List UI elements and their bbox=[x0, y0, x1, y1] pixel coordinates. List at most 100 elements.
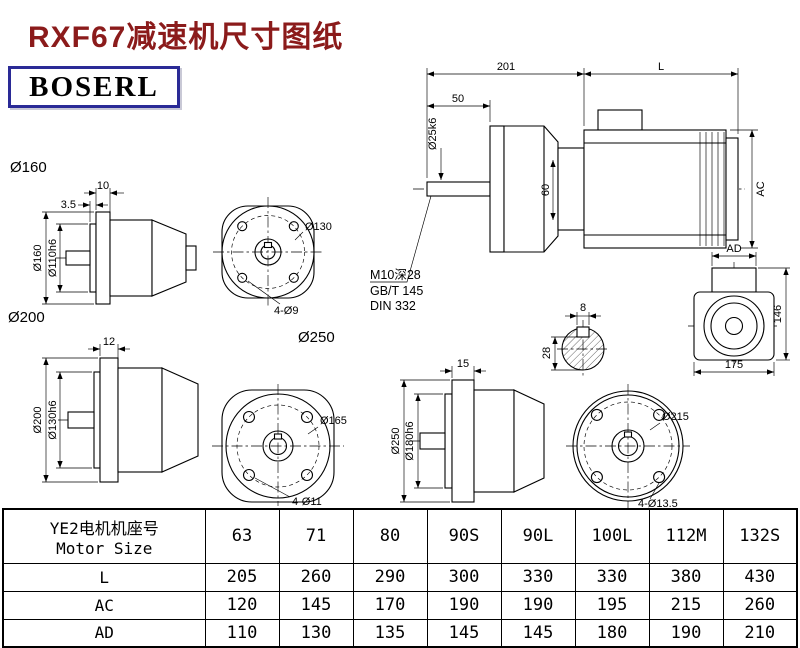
table-cell: 100L bbox=[574, 508, 650, 564]
table-cell: 210 bbox=[722, 618, 798, 648]
table-cell: 80 bbox=[352, 508, 428, 564]
bolt-circle-130 bbox=[231, 215, 305, 289]
dim-AD-label: AD bbox=[726, 243, 741, 255]
table-cell: 71 bbox=[278, 508, 354, 564]
table-cell: 190 bbox=[500, 590, 576, 620]
dim-key-width-label: 8 bbox=[580, 302, 586, 314]
flange160-side-view: 10 3.5 Ø160 Ø110h6 bbox=[32, 180, 197, 305]
output-end-view: AD 146 175 bbox=[688, 243, 790, 376]
motor-adapter bbox=[557, 147, 585, 231]
row-label-L: L bbox=[2, 562, 206, 592]
bolt-circle-165 bbox=[236, 404, 320, 488]
dim-3p5-label: 3.5 bbox=[61, 199, 76, 211]
table-cell: 215 bbox=[648, 590, 724, 620]
dim-holes-4x9-label: 4-Ø9 bbox=[274, 305, 298, 317]
flange250-front-view: Ø215 4-Ø13.5 bbox=[566, 384, 690, 510]
terminal-box-end bbox=[711, 267, 757, 293]
input-shaft bbox=[426, 181, 491, 197]
bolt-circle-215 bbox=[583, 401, 673, 491]
note-din-standard-label: DIN 332 bbox=[370, 299, 416, 313]
brand-logo-box: BOSERL bbox=[8, 66, 180, 108]
dim-AC-label: AC bbox=[755, 181, 767, 196]
shaft-200 bbox=[67, 411, 95, 429]
section-label-160: Ø160 bbox=[10, 159, 47, 176]
dim-10-label: 10 bbox=[97, 180, 109, 192]
shaft-250 bbox=[419, 432, 446, 450]
dim-bolt-circle-215-label: Ø215 bbox=[662, 411, 689, 423]
dim-bolt-circle-130-label: Ø130 bbox=[305, 221, 332, 233]
table-cell: 112M bbox=[648, 508, 724, 564]
dim-146-label: 146 bbox=[772, 305, 784, 323]
gear-body-end bbox=[693, 291, 775, 361]
technical-drawing: 201 L 50 Ø25k6 60 AC M10深28 GB/T 145 DIN… bbox=[8, 61, 790, 510]
dim-175-label: 175 bbox=[725, 359, 743, 371]
assembly-side-view: 201 L 50 Ø25k6 60 AC M10深28 GB/T 145 DIN… bbox=[370, 61, 767, 313]
section-label-250: Ø250 bbox=[298, 329, 335, 346]
gear-body-250 bbox=[473, 389, 515, 493]
table-cell: 90L bbox=[500, 508, 576, 564]
dim-50-label: 50 bbox=[452, 93, 464, 105]
spigot-160 bbox=[89, 223, 97, 293]
keyway-200 bbox=[273, 433, 283, 440]
table-cell: 300 bbox=[426, 562, 502, 592]
table-cell: 145 bbox=[500, 618, 576, 648]
table-row-AC: AC 120 145 170 190 190 195 215 260 bbox=[2, 590, 798, 620]
table-header-cn: YE2电机机座号 bbox=[49, 518, 159, 538]
dim-shaft-diameter-label: Ø25k6 bbox=[427, 118, 439, 150]
table-cell: 63 bbox=[204, 508, 280, 564]
dim-201-label: 201 bbox=[497, 61, 515, 73]
terminal-box bbox=[597, 109, 643, 131]
note-gb-standard-label: GB/T 145 bbox=[370, 284, 423, 298]
dim-spigot130-label: Ø130h6 bbox=[47, 400, 59, 439]
table-header-row: YE2电机机座号 Motor Size 63 71 80 90S 90L 100… bbox=[2, 508, 798, 564]
table-cell: 205 bbox=[204, 562, 280, 592]
dim-spigot110-label: Ø110h6 bbox=[47, 239, 59, 277]
table-cell: 190 bbox=[648, 618, 724, 648]
output-flange-plate bbox=[489, 125, 505, 253]
keyway-160 bbox=[263, 241, 273, 249]
keyway-250 bbox=[623, 431, 633, 438]
table-cell: 430 bbox=[722, 562, 798, 592]
flange-plate-250 bbox=[451, 379, 475, 503]
section-label-200: Ø200 bbox=[8, 309, 45, 326]
dim-spigot180-label: Ø180h6 bbox=[404, 421, 416, 460]
dim-12-label: 12 bbox=[103, 336, 115, 348]
flange160-front-view: Ø130 4-Ø9 bbox=[213, 197, 332, 317]
table-row-L: L 205 260 290 300 330 330 380 430 bbox=[2, 562, 798, 592]
spigot-250 bbox=[444, 393, 453, 489]
table-cell: 260 bbox=[278, 562, 354, 592]
keyway-slot bbox=[576, 326, 590, 338]
table-cell: 380 bbox=[648, 562, 724, 592]
fan-cover bbox=[725, 137, 739, 241]
flange200-side-view: 12 Ø200 Ø130h6 bbox=[32, 336, 199, 483]
dim-od250-label: Ø250 bbox=[390, 428, 402, 455]
housing-outline-200 bbox=[221, 389, 335, 503]
motor-size-table: YE2电机机座号 Motor Size 63 71 80 90S 90L 100… bbox=[2, 508, 798, 648]
dim-bolt-circle-165-label: Ø165 bbox=[320, 415, 347, 427]
table-cell: 130 bbox=[278, 618, 354, 648]
note-thread-label: M10深28 bbox=[370, 268, 421, 282]
dim-od200-label: Ø200 bbox=[32, 407, 44, 434]
shaft-key-section: 8 28 bbox=[541, 302, 609, 378]
dim-holes-4x11-label: 4-Ø11 bbox=[292, 496, 322, 508]
shaft-160 bbox=[65, 250, 91, 266]
dim-key-height-label: 28 bbox=[541, 347, 553, 359]
table-cell: 120 bbox=[204, 590, 280, 620]
table-cell: 145 bbox=[278, 590, 354, 620]
motor-body bbox=[583, 129, 727, 249]
table-cell: 145 bbox=[426, 618, 502, 648]
table-cell: 330 bbox=[500, 562, 576, 592]
flange200-front-view: Ø165 4-Ø11 bbox=[212, 384, 347, 508]
table-cell: 195 bbox=[574, 590, 650, 620]
row-label-AD: AD bbox=[2, 618, 206, 648]
table-cell: 180 bbox=[574, 618, 650, 648]
table-cell: 330 bbox=[574, 562, 650, 592]
flange250-side-view: 15 Ø250 Ø180h6 bbox=[390, 358, 545, 503]
table-cell: 90S bbox=[426, 508, 502, 564]
table-cell: 135 bbox=[352, 618, 428, 648]
flange-plate-200 bbox=[99, 357, 119, 483]
table-cell: 110 bbox=[204, 618, 280, 648]
table-cell: 260 bbox=[722, 590, 798, 620]
gear-body-200 bbox=[117, 367, 163, 473]
table-header-en: Motor Size bbox=[56, 538, 153, 558]
